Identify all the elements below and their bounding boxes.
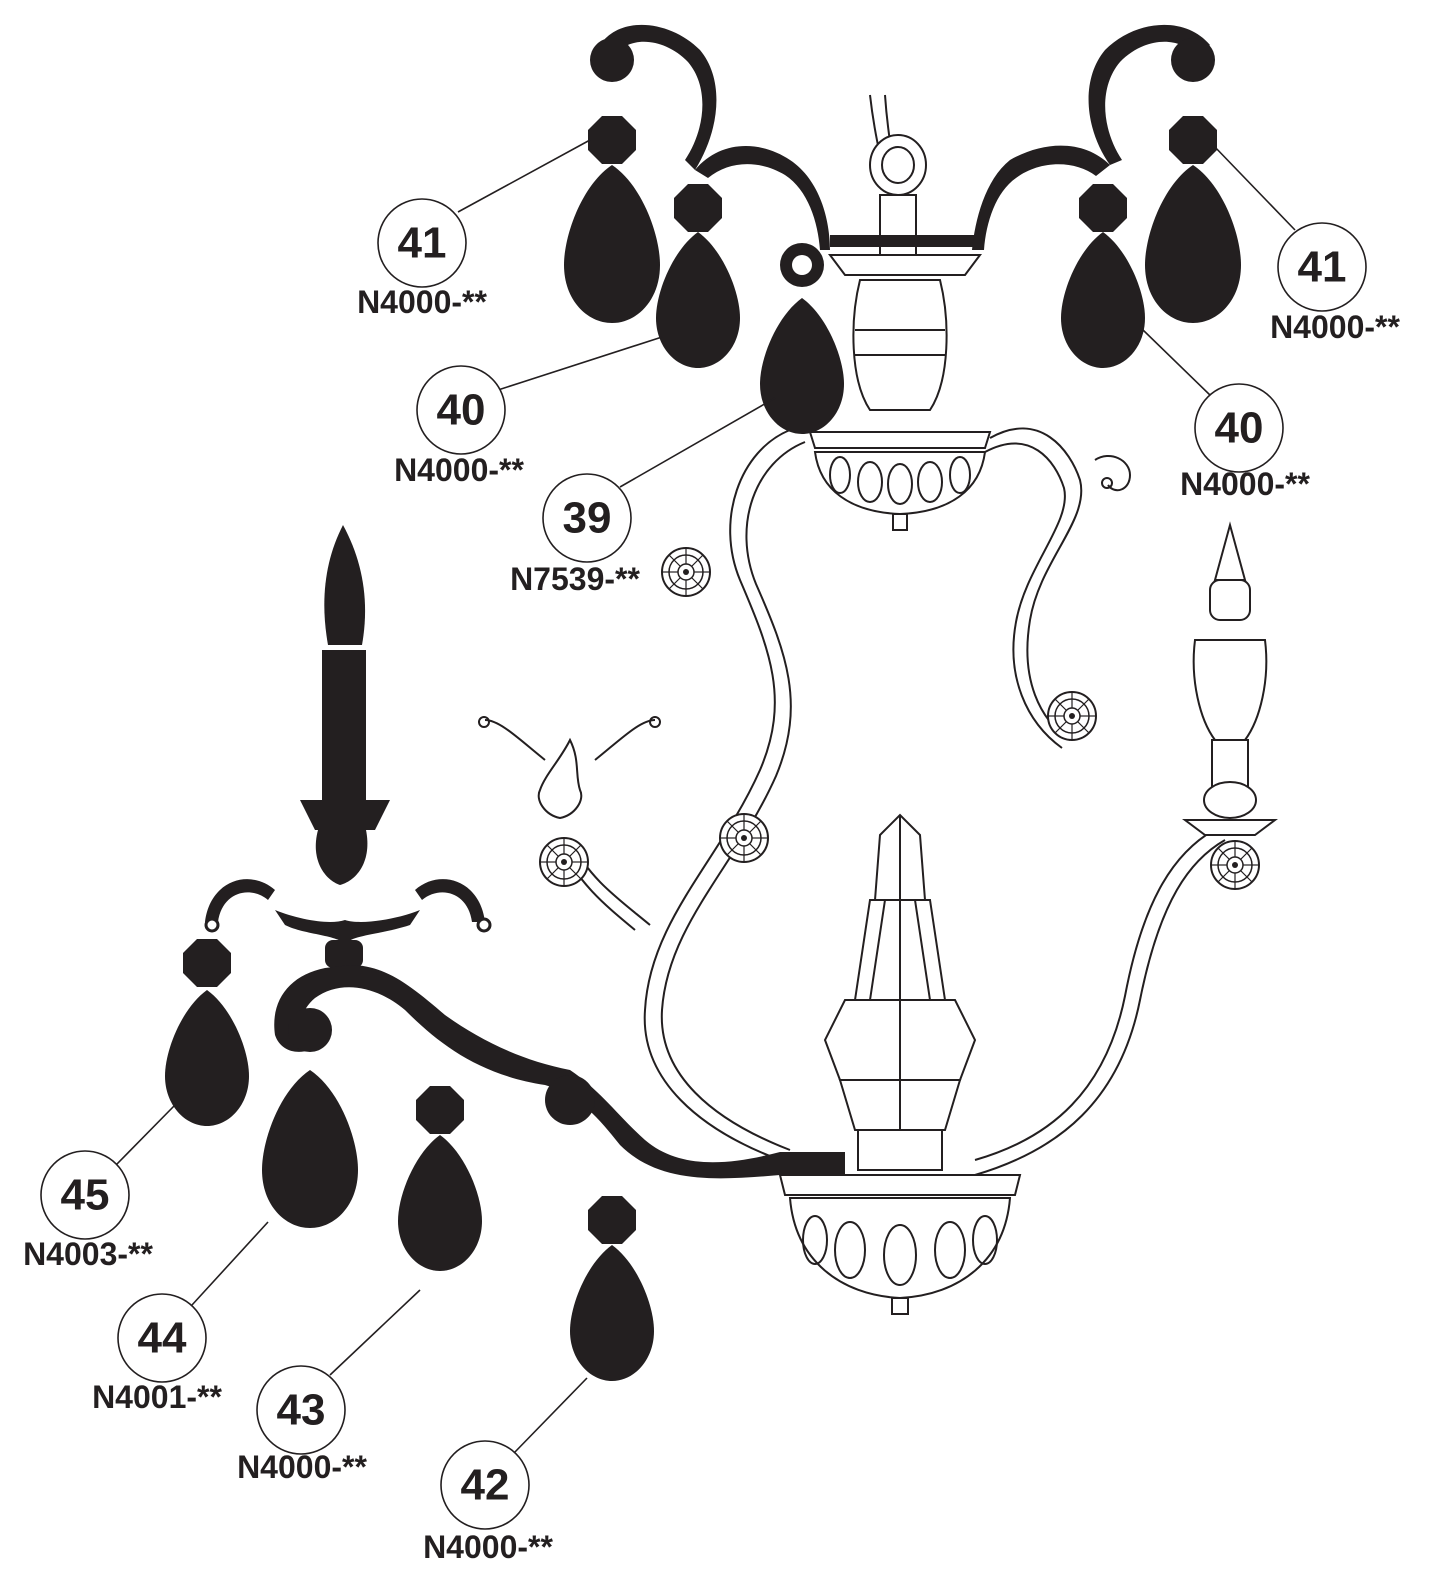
callout-41-right: 41 N4000-** xyxy=(1212,144,1400,345)
callout-42: 42 N4000-** xyxy=(423,1377,588,1565)
callout-number: 42 xyxy=(461,1461,510,1510)
callout-40-right: 40 N4000-** xyxy=(1142,329,1310,502)
callout-number: 41 xyxy=(398,219,447,268)
callout-number: 40 xyxy=(437,386,486,435)
part-number: N4000-** xyxy=(1270,309,1400,345)
part-number: N7539-** xyxy=(510,561,640,597)
callout-41-left: 41 N4000-** xyxy=(357,139,591,320)
callout-39: 39 N7539-** xyxy=(510,397,776,597)
callout-number: 39 xyxy=(563,494,612,543)
right-finial xyxy=(1182,521,1278,836)
callout-number: 45 xyxy=(61,1171,110,1220)
part-number: N4003-** xyxy=(23,1236,153,1272)
callout-number: 41 xyxy=(1298,243,1347,292)
callout-45: 45 N4003-** xyxy=(23,1104,176,1272)
callout-number: 40 xyxy=(1215,404,1264,453)
top-arms xyxy=(590,24,1215,287)
top-center-body xyxy=(808,94,992,531)
bottom-bowl xyxy=(778,1174,1022,1315)
part-number: N4000-** xyxy=(357,284,487,320)
part-number: N4000-** xyxy=(423,1529,553,1565)
candle-arm xyxy=(204,525,845,1179)
callout-number: 44 xyxy=(138,1314,187,1363)
callout-number: 43 xyxy=(277,1386,326,1435)
part-number: N4000-** xyxy=(394,452,524,488)
part-number: N4000-** xyxy=(1180,466,1310,502)
part-number: N4001-** xyxy=(92,1379,222,1415)
callout-40-left: 40 N4000-** xyxy=(394,336,663,488)
callout-43: 43 N4000-** xyxy=(237,1289,421,1485)
part-number: N4000-** xyxy=(237,1449,367,1485)
callout-44: 44 N4001-** xyxy=(92,1221,269,1415)
center-finial xyxy=(823,813,977,1171)
frame-outline xyxy=(478,427,1226,1176)
